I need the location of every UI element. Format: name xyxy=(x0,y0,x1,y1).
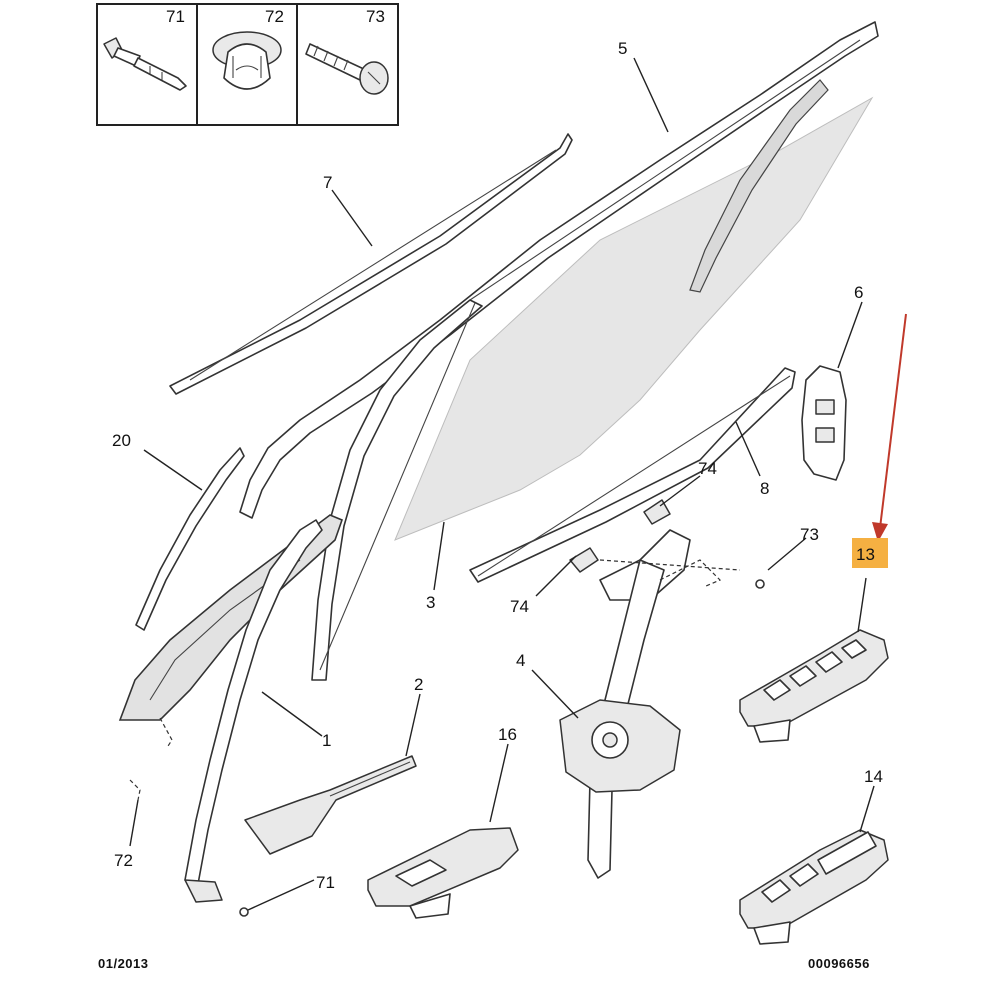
door-seal-strip xyxy=(244,755,417,855)
callout-3: 3 xyxy=(426,593,435,612)
door-pillar-trim xyxy=(184,519,323,885)
quarter-strip xyxy=(135,447,245,631)
callout-7: 7 xyxy=(323,173,332,192)
window-regulator xyxy=(559,529,722,879)
callout-5: 5 xyxy=(618,39,627,58)
front-guide-channel xyxy=(311,299,483,681)
window-glass xyxy=(394,96,874,541)
callout-14: 14 xyxy=(864,767,883,786)
window-switch-panel-driver xyxy=(739,629,889,743)
callout-74-upper: 74 xyxy=(698,459,717,478)
mounting-bracket xyxy=(801,365,847,481)
footer-reference: 00096656 xyxy=(808,956,870,971)
legend-label-72: 72 xyxy=(265,7,284,26)
callout-6: 6 xyxy=(854,283,863,302)
switch-button xyxy=(395,859,447,887)
clip-72-leader xyxy=(159,717,173,747)
clip-74-upper xyxy=(643,499,671,525)
fastener-legend: 71 72 73 xyxy=(96,3,399,126)
highlight-arrow xyxy=(872,313,907,542)
callout-4: 4 xyxy=(516,651,525,670)
footer-date: 01/2013 xyxy=(98,956,149,971)
pillar-foot xyxy=(184,879,223,903)
switch-button xyxy=(763,679,791,701)
callout-2: 2 xyxy=(414,675,423,694)
window-switch-panel-single xyxy=(367,827,519,919)
screw-73 xyxy=(755,579,765,589)
switch-button xyxy=(761,879,791,903)
callout-71: 71 xyxy=(316,873,335,892)
clip-74-lower xyxy=(569,547,599,573)
glass-run-channel xyxy=(689,79,829,293)
callout-8: 8 xyxy=(760,479,769,498)
door-frame-seal xyxy=(239,21,879,519)
switch-button xyxy=(789,863,819,887)
callout-74-lower: 74 xyxy=(510,597,529,616)
callout-73: 73 xyxy=(800,525,819,544)
clip-icon xyxy=(212,31,282,90)
switch-button xyxy=(789,665,817,687)
window-switch-panel-passenger xyxy=(739,829,889,945)
legend-label-73: 73 xyxy=(366,7,385,26)
switch-button xyxy=(817,831,877,875)
switch-button xyxy=(815,651,843,673)
leader-lines xyxy=(129,57,875,911)
switch-button xyxy=(841,639,867,659)
callout-16: 16 xyxy=(498,725,517,744)
rivet-71 xyxy=(239,907,249,917)
rivet-icon xyxy=(103,37,187,91)
callout-13: 13 xyxy=(856,545,875,564)
outer-belt-moulding xyxy=(169,133,573,395)
screw-icon xyxy=(305,43,389,95)
callout-1: 1 xyxy=(322,731,331,750)
callout-72: 72 xyxy=(114,851,133,870)
legend-label-71: 71 xyxy=(166,7,185,26)
callout-20: 20 xyxy=(112,431,131,450)
highlight-box-13 xyxy=(852,538,888,568)
